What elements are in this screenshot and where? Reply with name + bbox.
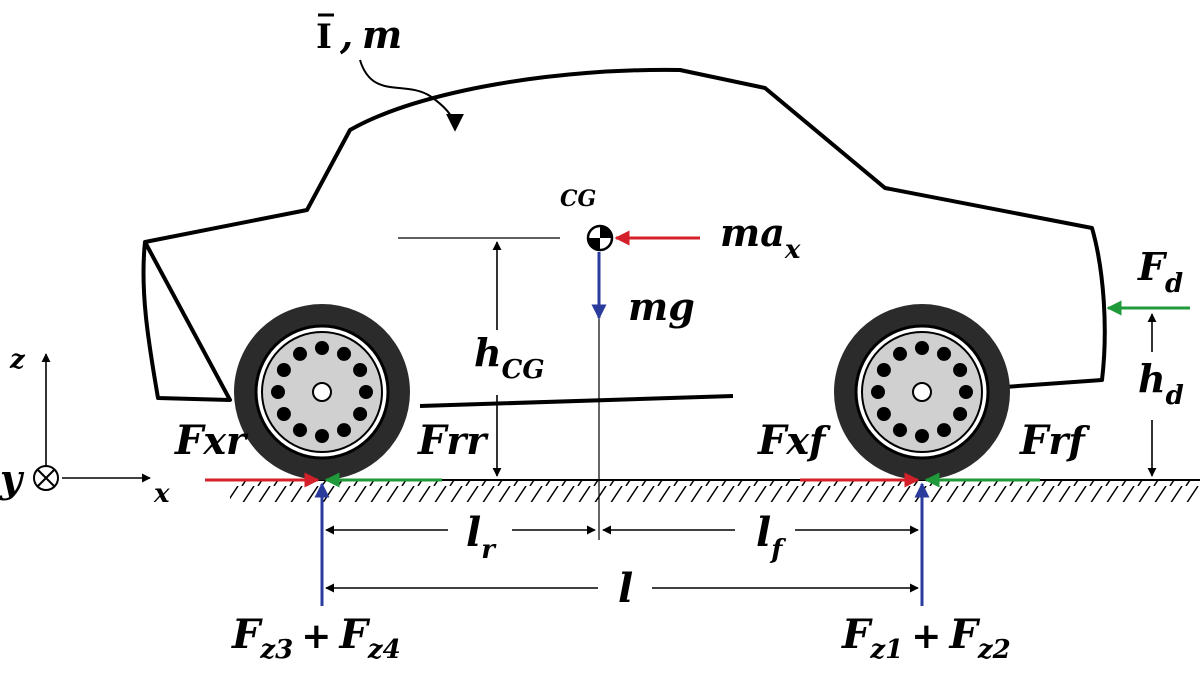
front-traction-label: Fxf (757, 417, 831, 464)
wheel-hole (871, 385, 885, 399)
wheelbase-label: l (618, 565, 633, 612)
rear-normal-force-label: Fz3+Fz4 (231, 611, 401, 665)
wheel-hole (337, 346, 351, 361)
rear-wheel (234, 304, 410, 480)
z-axis-label: z (9, 345, 26, 375)
rear-hub (312, 382, 332, 402)
wheel-hole (915, 429, 929, 443)
wheel-hole (271, 385, 285, 399)
car-body-outline (141, 67, 1107, 408)
wheel-hole (893, 423, 907, 438)
weight-label: mg (628, 284, 695, 329)
wheel-hole (353, 363, 368, 377)
wheel-hole (359, 385, 373, 399)
front-normal-force-label: Fz1+Fz2 (841, 611, 1011, 665)
wheel-hole (953, 363, 968, 377)
front-wheel (834, 304, 1010, 480)
cg-height-label: hCG (474, 330, 545, 385)
wheel-hole (353, 407, 368, 421)
front-hub (912, 382, 932, 402)
rear-distance-label: lr (466, 509, 497, 565)
drag-height-label: hd (1138, 356, 1184, 411)
front-distance-label: lf (756, 509, 786, 565)
inertia-symbol: I (316, 17, 332, 57)
wheel-hole (315, 341, 329, 355)
wheel-hole (937, 423, 951, 438)
inertial-force-label: max (720, 210, 801, 265)
cg-label: CG (560, 186, 596, 212)
mass-label: m (362, 12, 402, 57)
rear-rolling-label: Frr (417, 417, 489, 464)
wheel-hole (893, 346, 907, 361)
y-axis-label: y (0, 456, 25, 501)
inertia-separator: , (339, 12, 353, 57)
drag-force-label: Fd (1137, 244, 1183, 299)
cg-symbol (586, 224, 614, 252)
wheel-hole (276, 407, 291, 421)
rear-wheel-holes (271, 341, 373, 443)
wheel-hole (276, 363, 291, 377)
wheel-hole (937, 346, 951, 361)
wheel-hole (959, 385, 973, 399)
wheel-hole (315, 429, 329, 443)
inertia-pointer-arrow (359, 59, 464, 132)
ground (230, 479, 1200, 502)
wheel-hole (337, 423, 351, 438)
ground-hatching (230, 480, 1200, 502)
wheel-hole (876, 363, 891, 377)
front-rolling-label: Frf (1019, 417, 1090, 464)
wheel-hole (953, 407, 968, 421)
wheel-hole (293, 346, 307, 361)
wheel-hole (915, 341, 929, 355)
front-wheel-holes (871, 341, 973, 443)
x-axis-label: x (153, 479, 170, 509)
wheel-hole (293, 423, 307, 438)
rear-traction-label: Fxr (174, 417, 249, 464)
wheel-hole (876, 407, 891, 421)
coordinate-axes (33, 353, 151, 491)
